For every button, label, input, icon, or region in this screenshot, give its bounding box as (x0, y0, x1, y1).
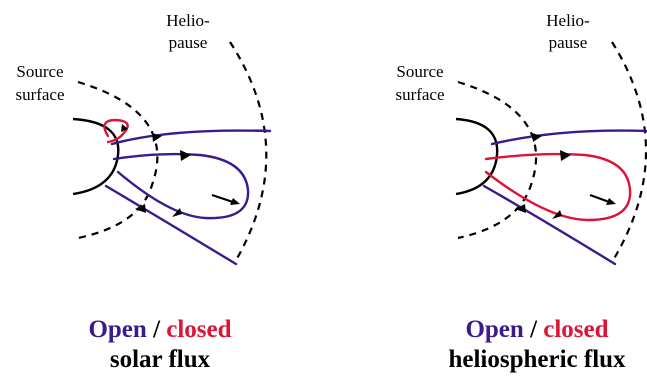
left-open-line-bottom (104, 184, 238, 266)
right-source-surface (457, 80, 538, 240)
right-open-top-arrow (532, 133, 542, 142)
right-caption-sep: / (524, 316, 543, 343)
left-closed-loop-arrow (121, 124, 128, 132)
right-caption-closed: closed (543, 316, 608, 343)
left-source-surface (77, 80, 159, 240)
left-outflow-arrowhead (230, 198, 240, 205)
right-open-line-bottom (482, 184, 617, 266)
left-loop-arrow-top (180, 150, 191, 161)
left-open-line-top (110, 129, 272, 146)
right-heliopause-label-1: Helio- (546, 11, 590, 30)
right-source-label-2: surface (395, 85, 444, 104)
right-open-line-top (490, 129, 647, 146)
left-sun (72, 117, 120, 196)
left-caption-line1: Open / closed (88, 316, 231, 343)
left-open-top-arrow (152, 133, 162, 142)
left-heliopause-label-2: pause (169, 33, 208, 52)
left-caption-sep: / (147, 316, 166, 343)
right-heliopause (611, 41, 647, 263)
right-open-bottom-arrow (515, 204, 526, 213)
left-heliopause-label-1: Helio- (166, 11, 210, 30)
right-loop-arrow-bottom (552, 210, 562, 219)
right-closed-big-loop (484, 152, 632, 222)
left-source-label-1: Source (16, 62, 63, 81)
left-open-big-loop (112, 152, 250, 220)
left-caption-closed: closed (166, 316, 231, 343)
right-caption-open: Open (465, 316, 523, 343)
left-panel: Helio- pause Source surface Open / close… (15, 11, 272, 373)
right-source-label-1: Source (396, 62, 443, 81)
left-loop-arrow-bottom (172, 208, 182, 217)
right-outflow-arrowhead (606, 198, 616, 205)
left-source-label-2: surface (15, 85, 64, 104)
left-heliopause (229, 41, 268, 263)
left-closed-loop (103, 118, 129, 144)
left-open-bottom-arrow (135, 204, 146, 213)
right-sun (455, 117, 499, 196)
right-panel: Helio- pause Source surface Open / close… (395, 11, 647, 373)
right-heliopause-label-2: pause (549, 33, 588, 52)
right-caption-line2: heliospheric flux (448, 346, 626, 373)
right-caption-line1: Open / closed (465, 316, 608, 343)
left-caption-line2: solar flux (110, 346, 211, 373)
left-caption-open: Open (88, 316, 146, 343)
right-loop-arrow-top (560, 150, 571, 161)
